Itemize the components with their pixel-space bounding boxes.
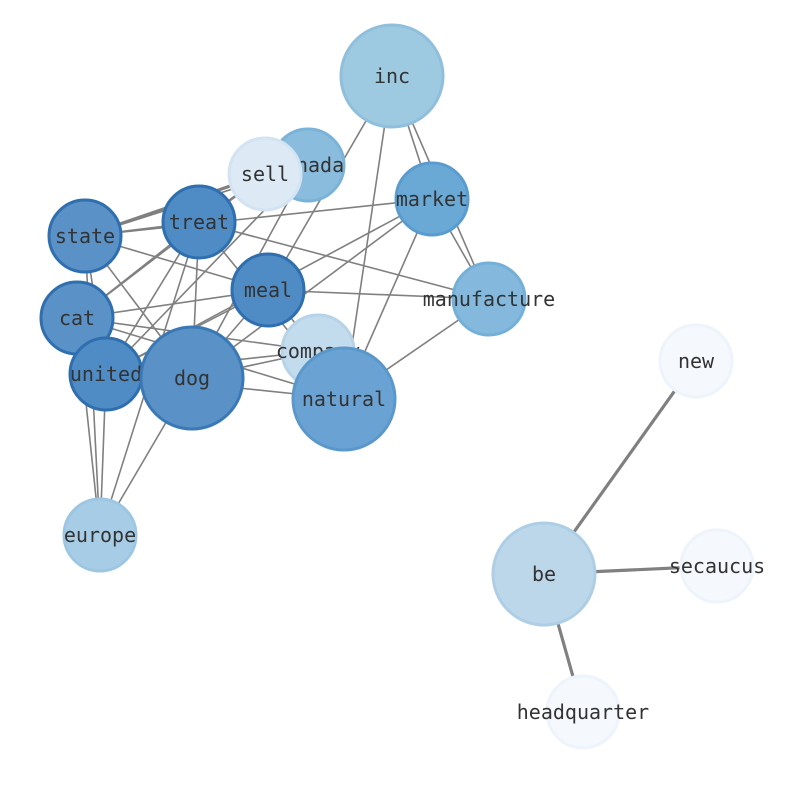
node-circle-headquarter — [545, 674, 621, 750]
node-label-state: state — [55, 224, 115, 248]
node-europe: europe — [62, 497, 138, 573]
node-natural: natural — [291, 346, 397, 452]
node-inc: inc — [339, 23, 445, 129]
edge-treat-manufacture — [198, 221, 490, 300]
node-label-europe: europe — [64, 523, 136, 547]
node-be: be — [491, 521, 597, 627]
node-circle-meal — [230, 252, 306, 328]
node-circle-new — [658, 323, 734, 399]
node-label-dog: dog — [174, 366, 210, 390]
node-circle-market — [394, 161, 470, 237]
node-circle-secaucus — [679, 528, 755, 604]
node-circle-dog — [139, 325, 245, 431]
node-label-manufacture: manufacture — [423, 287, 555, 311]
node-label-meal: meal — [244, 278, 292, 302]
node-state: state — [47, 198, 123, 274]
node-label-natural: natural — [302, 387, 386, 411]
node-circle-treat — [161, 184, 237, 260]
node-label-united: united — [70, 362, 142, 386]
node-label-headquarter: headquarter — [517, 700, 649, 724]
node-new: new — [658, 323, 734, 399]
node-label-new: new — [678, 349, 715, 373]
node-label-treat: treat — [169, 210, 229, 234]
node-meal: meal — [230, 252, 306, 328]
node-market: market — [394, 161, 470, 237]
node-circle-manufacture — [451, 261, 527, 337]
node-label-secaucus: secaucus — [669, 554, 765, 578]
node-circle-europe — [62, 497, 138, 573]
node-label-inc: inc — [374, 64, 410, 88]
node-dog: dog — [139, 325, 245, 431]
node-manufacture: manufacture — [423, 261, 555, 337]
node-circle-sell — [227, 136, 303, 212]
node-circle-natural — [291, 346, 397, 452]
node-cat: cat — [39, 280, 115, 356]
node-sell: sell — [227, 136, 303, 212]
edge-market-state — [84, 198, 433, 237]
node-label-market: market — [396, 187, 468, 211]
node-label-cat: cat — [59, 306, 95, 330]
node-label-be: be — [532, 562, 556, 586]
node-headquarter: headquarter — [517, 674, 649, 750]
node-circle-be — [491, 521, 597, 627]
node-circle-state — [47, 198, 123, 274]
node-circle-inc — [339, 23, 445, 129]
node-secaucus: secaucus — [669, 528, 765, 604]
node-label-sell: sell — [241, 162, 289, 186]
node-treat: treat — [161, 184, 237, 260]
node-united: united — [68, 336, 144, 412]
